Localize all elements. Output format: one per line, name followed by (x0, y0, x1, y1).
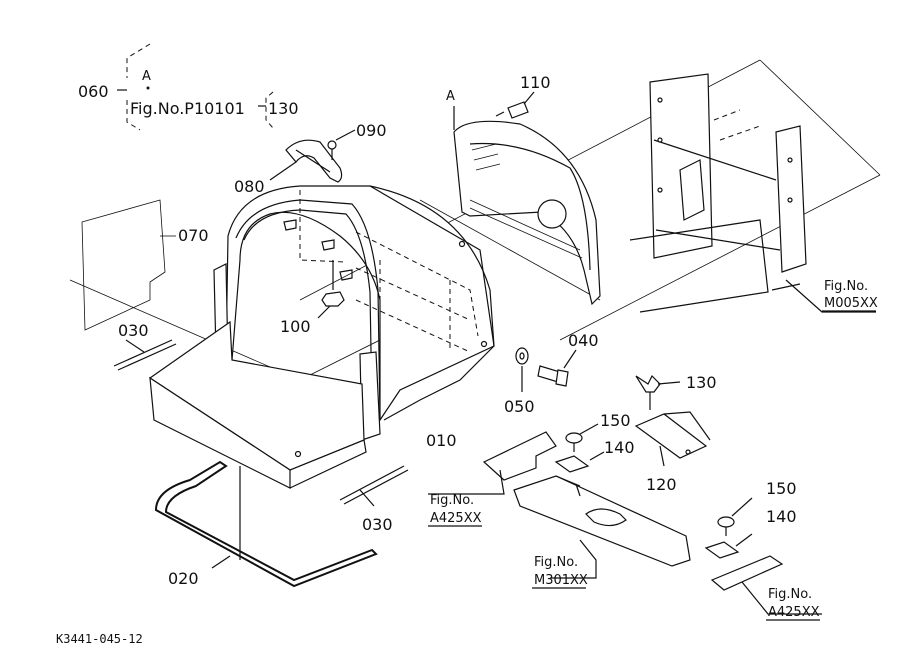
callout-140-lower: 140 (766, 507, 797, 526)
callout-140-upper: 140 (604, 438, 635, 457)
callout-130-ref: 130 (268, 99, 299, 118)
bracket-a425-right (710, 555, 822, 615)
fig-ref-a425-right-l2: A425XX (768, 605, 820, 620)
callout-090: 090 (356, 121, 387, 140)
callout-150-upper: 150 (600, 411, 631, 430)
labels: 060 A Fig.No.P10101 130 110 A 090 080 07… (56, 69, 878, 646)
callout-030-left: 030 (118, 321, 149, 340)
callout-050: 050 (504, 397, 535, 416)
fig-ref-bracket (117, 43, 274, 131)
nut-100 (317, 260, 345, 319)
baseplate-m301 (513, 475, 691, 579)
fig-ref-m301-l2: M301XX (534, 573, 588, 588)
grille-a (453, 106, 601, 306)
callout-130: 130 (686, 373, 717, 392)
drawing-code: K3441-045-12 (56, 632, 143, 646)
plate-120 (634, 411, 711, 467)
fig-ref-p10101: Fig.No.P10101 (130, 99, 245, 118)
fig-ref-m005-l2: M005XX (824, 296, 878, 311)
callout-100: 100 (280, 317, 311, 336)
callout-030-right: 030 (362, 515, 393, 534)
callout-150-lower: 150 (766, 479, 797, 498)
fig-ref-m005-l1: Fig.No. (824, 279, 868, 294)
callout-120: 120 (646, 475, 677, 494)
callout-040: 040 (568, 331, 599, 350)
mark-a-ref: A (142, 69, 151, 84)
fig-ref-m301-l1: Fig.No. (534, 555, 578, 570)
bracket-a425-left (428, 431, 557, 495)
frame-m005 (629, 73, 876, 313)
washer-050 (515, 347, 529, 392)
callout-110: 110 (520, 73, 551, 92)
knob-150-upper (565, 423, 599, 452)
fig-ref-underlines (428, 310, 876, 621)
callout-010: 010 (426, 431, 457, 450)
handle-080 (269, 129, 356, 183)
strip-030-right (339, 465, 409, 507)
wingbolt-130 (635, 374, 681, 410)
fig-ref-a425-left-l2: A425XX (430, 511, 482, 526)
callout-060: 060 (78, 82, 109, 101)
mark-a-grille: A (446, 89, 455, 104)
clip-140-lower (704, 533, 753, 559)
bolt-040 (537, 349, 577, 387)
callout-020: 020 (168, 569, 199, 588)
clip-140-upper (554, 451, 605, 473)
bolt-110 (495, 91, 535, 119)
knob-150-lower (717, 497, 753, 536)
seal-020 (154, 460, 378, 588)
panel-070 (81, 199, 176, 331)
hood-010 (148, 185, 495, 489)
fig-ref-a425-left-l1: Fig.No. (430, 493, 474, 508)
callout-080: 080 (234, 177, 265, 196)
callout-070: 070 (178, 226, 209, 245)
fig-ref-a425-right-l1: Fig.No. (768, 587, 812, 602)
strip-030-left (113, 339, 177, 371)
